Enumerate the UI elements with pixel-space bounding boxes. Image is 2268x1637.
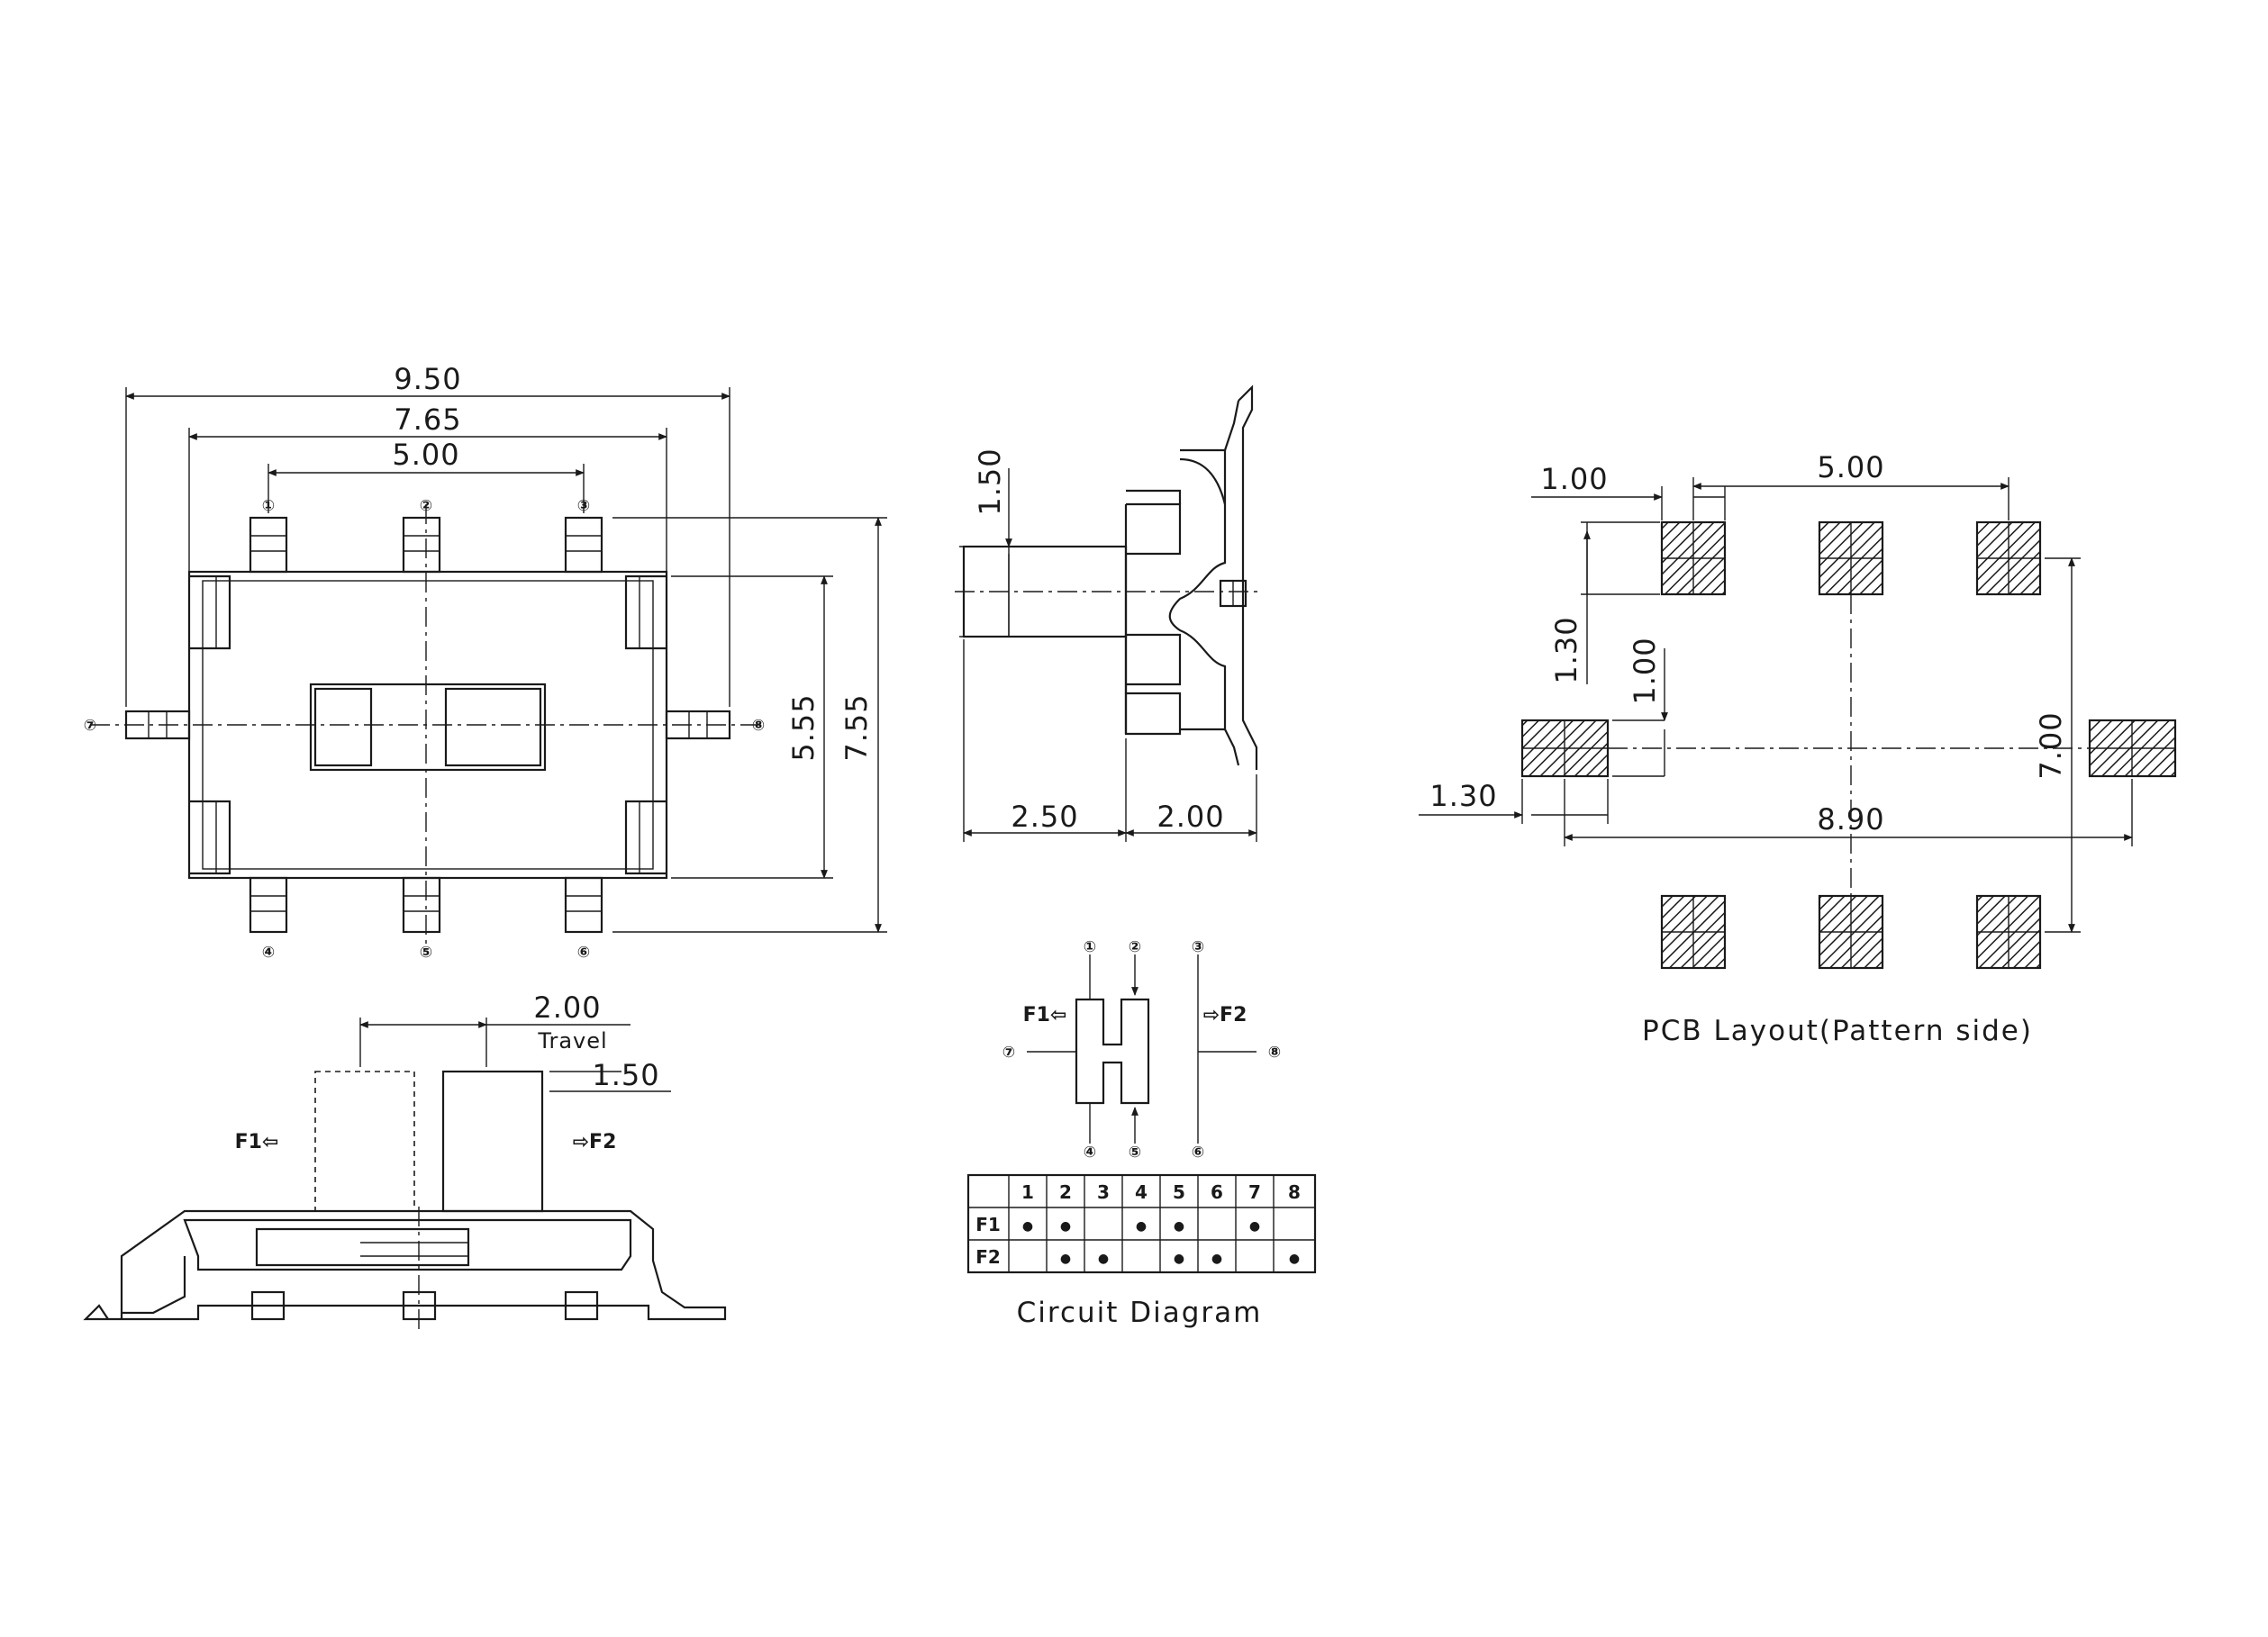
circuit-pin-5: ⑤: [1129, 1144, 1141, 1162]
dim-2-50: 2.50: [1011, 800, 1078, 834]
dim-travel-2-00: 2.00: [533, 990, 601, 1025]
circuit-pin-8: ⑧: [1268, 1044, 1281, 1062]
pcb-layout: 1.00 5.00 1.30 1.00 1.30 8.90 7.00 PC: [1419, 450, 2177, 1047]
top-view: 9.50 7.65 5.00 5.55 7.55 ① ② ③ ④ ⑤ ⑥ ⑦ ⑧: [84, 362, 887, 962]
table-col-2: 2: [1059, 1181, 1072, 1203]
pcb-dim-7-00: 7.00: [2034, 711, 2068, 779]
dim-7-65: 7.65: [394, 402, 461, 437]
pin-label-2: ②: [420, 497, 432, 515]
table-cell: ●: [1174, 1252, 1184, 1266]
circuit-pin-2: ②: [1129, 938, 1141, 956]
pin-label-4: ④: [262, 944, 275, 962]
table-col-5: 5: [1173, 1181, 1185, 1203]
circuit-diagram: F1⇦ ⇨F2 ① ② ③ ④ ⑤ ⑥ ⑦ ⑧ 1 2 3 4 5 6 7 8 …: [966, 938, 1317, 1329]
circuit-diagram-caption: Circuit Diagram: [1017, 1297, 1263, 1329]
circuit-pin-7: ⑦: [1002, 1044, 1015, 1062]
table-cell: ●: [1136, 1219, 1147, 1234]
table-col-6: 6: [1211, 1181, 1223, 1203]
dim-side-2-00: 2.00: [1157, 800, 1224, 834]
circuit-f1-label: F1⇦: [1023, 1004, 1067, 1027]
circuit-f2-label: ⇨F2: [1203, 1004, 1247, 1027]
pin-label-6: ⑥: [577, 944, 590, 962]
pcb-dim-8-90: 8.90: [1817, 802, 1884, 837]
table-col-8: 8: [1288, 1181, 1301, 1203]
table-col-1: 1: [1021, 1181, 1034, 1203]
table-cell: ●: [1022, 1219, 1033, 1234]
dim-5-55: 5.55: [786, 693, 821, 761]
circuit-pin-6: ⑥: [1192, 1144, 1204, 1162]
dim-9-50: 9.50: [394, 362, 461, 396]
table-row-label-f1: F1: [975, 1214, 1001, 1235]
pin-label-7: ⑦: [84, 717, 96, 735]
dim-5-00: 5.00: [392, 438, 459, 472]
circuit-pin-3: ③: [1192, 938, 1204, 956]
table-cell: ●: [1060, 1252, 1071, 1266]
table-cell: ●: [1174, 1219, 1184, 1234]
table-cell: ●: [1289, 1252, 1300, 1266]
front-f2-label: ⇨F2: [573, 1131, 617, 1153]
pcb-dim-1-00-vertical: 1.00: [1628, 637, 1662, 704]
pin-label-5: ⑤: [420, 944, 432, 962]
circuit-pin-1: ①: [1084, 938, 1096, 956]
table-col-4: 4: [1135, 1181, 1148, 1203]
side-view: 1.50 2.50 2.00: [955, 384, 1261, 842]
travel-label: Travel: [537, 1028, 607, 1054]
dim-actuator-1-50: 1.50: [973, 448, 1007, 515]
table-col-3: 3: [1097, 1181, 1110, 1203]
table-cell: ●: [1098, 1252, 1109, 1266]
pcb-dim-1-30-vertical: 1.30: [1549, 616, 1583, 683]
table-cell: ●: [1211, 1252, 1222, 1266]
pin-label-3: ③: [577, 497, 590, 515]
pcb-dim-5-00: 5.00: [1817, 450, 1884, 484]
front-f1-label: F1⇦: [235, 1131, 279, 1153]
front-view: 2.00 Travel 1.50 F1⇦ ⇨F2: [83, 990, 727, 1333]
pcb-dim-1-30-horizontal: 1.30: [1429, 779, 1497, 813]
table-cell: ●: [1060, 1219, 1071, 1234]
table-cell: ●: [1249, 1219, 1260, 1234]
dim-front-1-50: 1.50: [592, 1058, 659, 1092]
pcb-layout-caption: PCB Layout(Pattern side): [1642, 1015, 2033, 1047]
pin-label-1: ①: [262, 497, 275, 515]
pin-label-8: ⑧: [752, 717, 765, 735]
table-row-label-f2: F2: [975, 1246, 1001, 1268]
dim-7-55: 7.55: [839, 693, 874, 761]
table-col-7: 7: [1248, 1181, 1261, 1203]
circuit-pin-4: ④: [1084, 1144, 1096, 1162]
pcb-dim-1-00: 1.00: [1540, 462, 1608, 496]
